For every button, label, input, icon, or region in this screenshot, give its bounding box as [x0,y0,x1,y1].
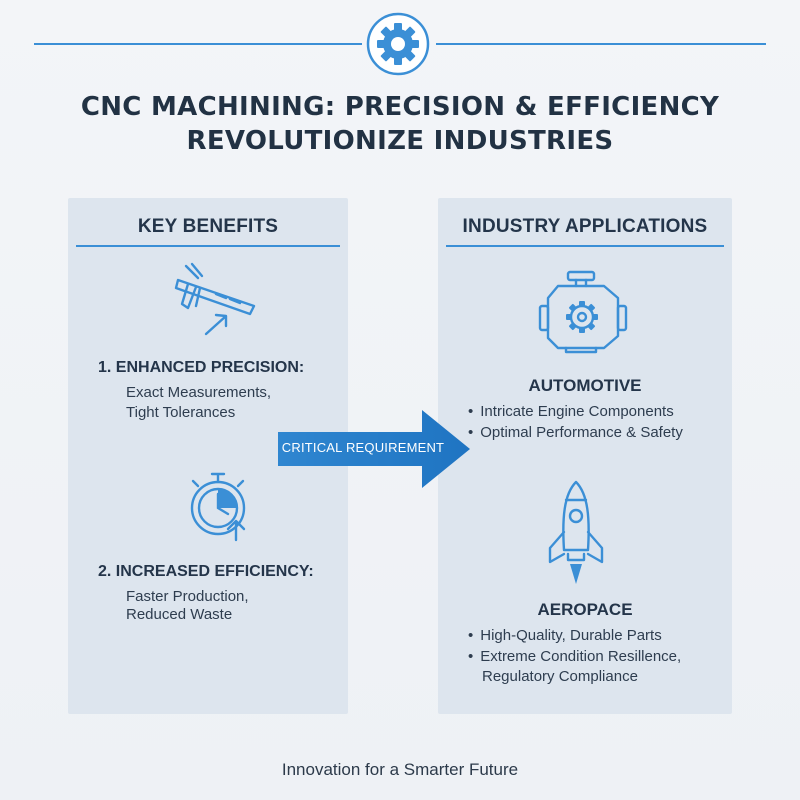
application-bullet: High-Quality, Durable Parts [468,627,661,644]
footer-tagline: Innovation for a Smarter Future [281,760,519,779]
rocket-icon [548,480,604,584]
critical-requirement-label: CRITICAL REQUIREMENT [281,440,445,455]
industry-applications-heading: INDUSTRY APPLICATIONS [462,216,708,237]
header-rule-left [34,43,362,45]
benefit-line: Faster Production, [126,588,249,605]
application-title-automotive: AUTOMOTIVE [528,376,642,395]
application-bullet-continued: Regulatory Compliance [482,668,638,685]
application-bullet: Intricate Engine Components [468,403,673,420]
stopwatch-icon [190,472,246,542]
page-title-line-2: REVOLUTIONIZE INDUSTRIES [186,126,614,156]
benefit-title-precision: 1. ENHANCED PRECISION: [98,359,305,376]
benefit-line: Exact Measurements, [126,384,272,401]
application-bullet: Optimal Performance & Safety [468,424,683,441]
critical-requirement-arrow: CRITICAL REQUIREMENT [278,408,474,490]
header-rule-right [436,43,766,45]
application-title-aerospace: AEROPACE [537,600,633,619]
key-benefits-divider [76,245,340,247]
application-bullet: Extreme Condition Resillence, [468,648,681,665]
caliper-icon [174,262,256,336]
arrow-right-icon [278,410,470,488]
engine-icon [538,270,628,354]
industry-applications-divider [446,245,724,247]
gear-icon [366,12,430,76]
key-benefits-heading: KEY BENEFITS [137,216,279,237]
benefit-line: Tight Tolerances [126,404,236,421]
page-title-line-1: CNC MACHINING: PRECISION & EFFICIENCY [80,92,720,122]
industry-applications-panel: INDUSTRY APPLICATIONS AUTOMOTIVE Intrica… [438,198,732,714]
benefit-title-efficiency: 2. INCREASED EFFICIENCY: [98,563,314,580]
benefit-line: Reduced Waste [126,606,233,623]
